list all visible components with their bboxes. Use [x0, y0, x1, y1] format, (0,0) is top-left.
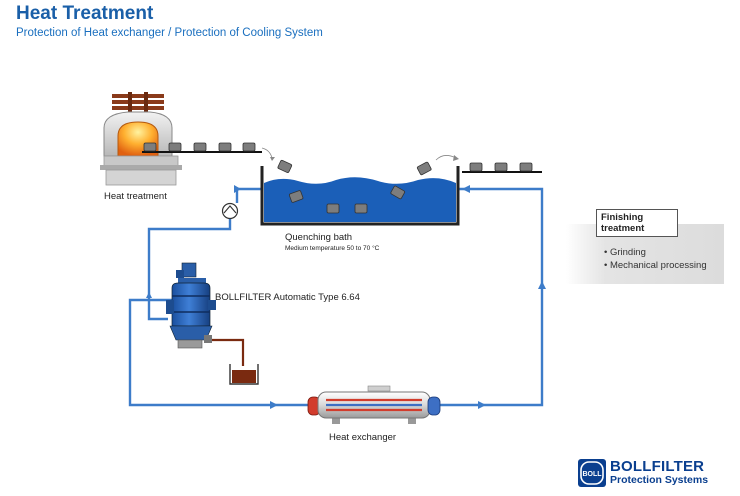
- pipe-exchanger-return: [436, 187, 544, 407]
- heat-exchanger-icon: [307, 385, 441, 424]
- drop-arc: [261, 147, 273, 159]
- filter-icon: [166, 262, 216, 349]
- label-medium-temperature: Medium temperature 50 to 70 °C: [285, 245, 380, 252]
- bollfilter-logo: BOLL BOLLFILTER Protection Systems: [578, 458, 728, 487]
- list-item: • Grinding: [604, 247, 646, 258]
- logo-tagline: Protection Systems: [610, 474, 709, 486]
- furnace-icon: [100, 92, 182, 186]
- arrow-icon: [146, 292, 152, 298]
- page-title: Heat Treatment: [16, 3, 154, 24]
- logo-name: BOLLFILTER: [610, 458, 705, 475]
- finishing-title: Finishing treatment: [596, 209, 678, 237]
- arrow-icon: [270, 401, 278, 409]
- label-quenching-bath: Quenching bath: [285, 232, 353, 243]
- label-heat-treatment: Heat treatment: [104, 191, 167, 202]
- page-subtitle: Protection of Heat exchanger / Protectio…: [16, 27, 323, 39]
- logo-mark-text: BOLL: [582, 471, 602, 478]
- flow-arrows: [146, 185, 546, 409]
- pipe-network: [128, 187, 544, 407]
- pipe-pump-to-filter: [147, 218, 232, 321]
- arrow-icon: [462, 185, 470, 193]
- pump-icon: [221, 202, 239, 220]
- pipe-filter-return: [128, 298, 310, 407]
- label-bollfilter: BOLLFILTER Automatic Type 6.64: [215, 292, 360, 303]
- conveyor-in: [142, 142, 262, 153]
- arrow-icon: [478, 401, 486, 409]
- conveyor-out: [435, 155, 542, 173]
- quenching-bath: [260, 159, 460, 226]
- sludge-container-icon: [212, 338, 259, 385]
- finishing-list: • Grinding • Mechanical processing: [604, 246, 707, 272]
- logo-mark-icon: BOLL: [578, 459, 606, 487]
- arrow-icon: [234, 185, 241, 193]
- list-item: • Mechanical processing: [604, 260, 707, 271]
- pipe-bath-outlet: [235, 187, 262, 203]
- arrow-icon: [538, 281, 546, 289]
- label-heat-exchanger: Heat exchanger: [329, 432, 397, 443]
